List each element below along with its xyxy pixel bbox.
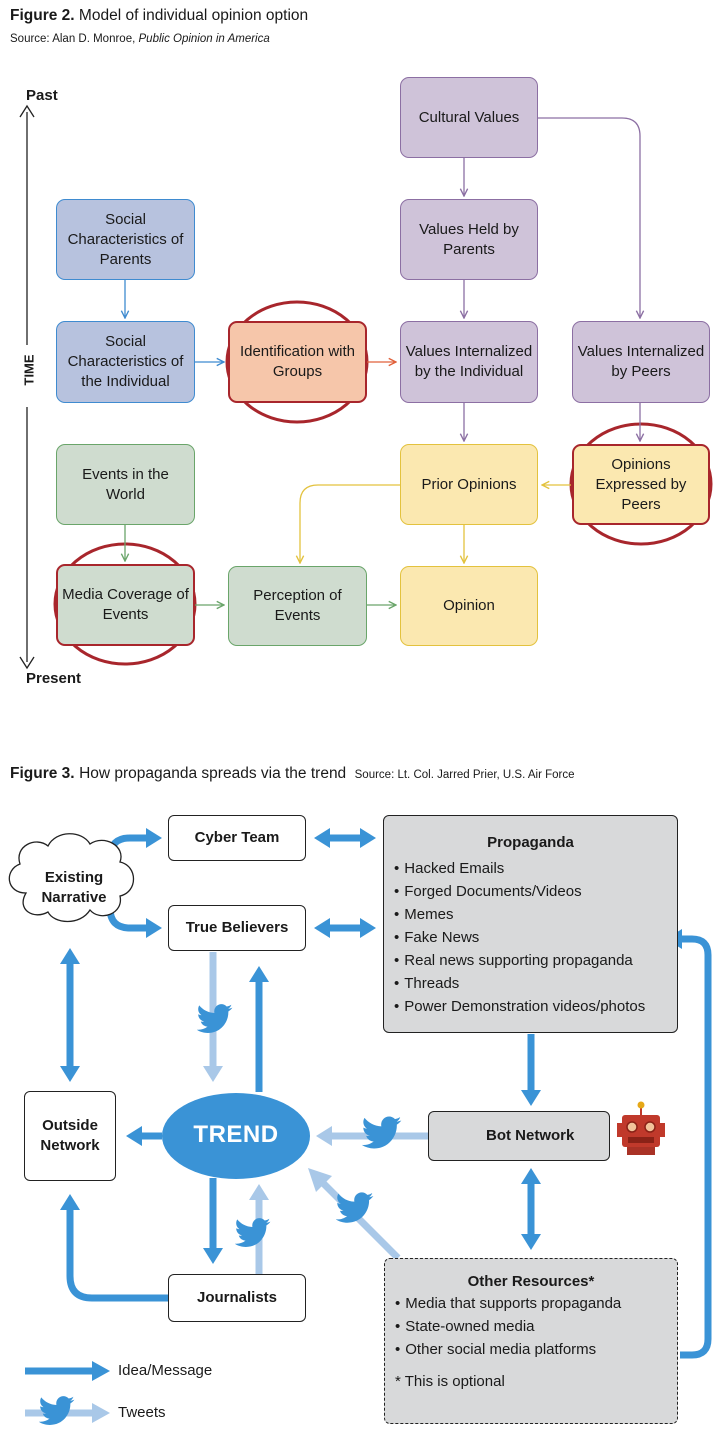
arrow-cultural-to-peers [538,117,640,318]
node-values-peers: Values Internalized by Peers [572,321,710,403]
node-identification: Identification with Groups [228,321,367,403]
node-events-world: Events in the World [56,444,195,525]
figure2-title: Figure 2. Model of individual opinion op… [10,7,308,25]
time-arrow-up [19,104,35,118]
arrow-other-propaganda-loop [680,935,712,1359]
trend-ellipse [162,1093,310,1179]
figure3-title-text: How propaganda spreads via the trend [79,765,347,782]
list-item: Hacked Emails [394,857,677,880]
node-prior-opinions: Prior Opinions [400,444,538,525]
propaganda-box: Propaganda Hacked Emails Forged Document… [383,815,678,1033]
figure3-source: Source: Lt. Col. Jarred Prier, U.S. Air … [354,769,575,781]
node-media-coverage: Media Coverage of Events [56,564,195,646]
propaganda-list: Hacked Emails Forged Documents/Videos Me… [384,857,677,1018]
node-cyber-team: Cyber Team [168,815,306,861]
arrow-prior-to-perception [300,484,400,563]
bird-icon [336,1192,374,1223]
other-resources-header: Other Resources* [467,1273,595,1290]
list-item: Threads [394,972,677,995]
node-true-believers: True Believers [168,905,306,951]
figure3-title: Figure 3. How propaganda spreads via the… [10,765,575,783]
figure2-label: Figure 2. [10,7,75,24]
figure3-label: Figure 3. [10,765,75,782]
arrowheads-tweet [92,1066,332,1423]
time-past-label: Past [26,87,58,104]
highlight-ring-opinions-peers [569,422,713,546]
figure2-source-prefix: Source: Alan D. Monroe, [10,33,136,45]
list-item: Media that supports propaganda [395,1292,677,1315]
node-social-parents: Social Characteristics of Parents [56,199,195,280]
node-perception: Perception of Events [228,566,367,646]
legend-idea-label: Idea/Message [118,1362,213,1379]
node-bot-network: Bot Network [428,1111,610,1161]
figure2-source: Source: Alan D. Monroe, Public Opinion i… [10,33,270,45]
list-item: Memes [394,903,677,926]
bird-icon [39,1396,75,1425]
time-arrow-down [19,656,35,670]
figure2-title-text: Model of individual opinion option [78,7,309,24]
arrowheads-idea [60,828,682,1381]
propaganda-header: Propaganda [487,834,574,851]
bird-icon [235,1218,271,1247]
list-item: Real news supporting propaganda [394,949,677,972]
list-item: Forged Documents/Videos [394,880,677,903]
robot-icon [617,1101,665,1155]
other-resources-box: Other Resources* Media that supports pro… [384,1258,678,1424]
cloud-shape [8,833,135,923]
list-item: Fake News [394,926,677,949]
list-item: State-owned media [395,1315,677,1338]
other-resources-list: Media that supports propaganda State-own… [385,1292,677,1361]
node-values-parents: Values Held by Parents [400,199,538,280]
list-item: Power Demonstration videos/photos [394,995,677,1018]
time-present-label: Present [26,670,82,687]
arrow-journalists-to-outside [66,1208,168,1302]
node-journalists: Journalists [168,1274,306,1322]
node-opinions-peers: Opinions Expressed by Peers [572,444,710,525]
list-item: Other social media platforms [395,1338,677,1361]
node-opinion: Opinion [400,566,538,646]
node-social-individual: Social Characteristics of the Individual [56,321,195,403]
node-values-individual: Values Internalized by the Individual [400,321,538,403]
figure2-source-title: Public Opinion in America [138,33,270,45]
figure2-connectors [19,104,713,670]
bird-icon [362,1116,402,1149]
node-outside-network: Outside Network [24,1091,116,1181]
node-trend: TREND [193,1121,279,1148]
node-existing-narrative: Existing Narrative [41,869,107,906]
node-cultural-values: Cultural Values [400,77,538,158]
other-resources-note: * This is optional [395,1373,505,1390]
legend-tweets-label: Tweets [118,1404,166,1421]
